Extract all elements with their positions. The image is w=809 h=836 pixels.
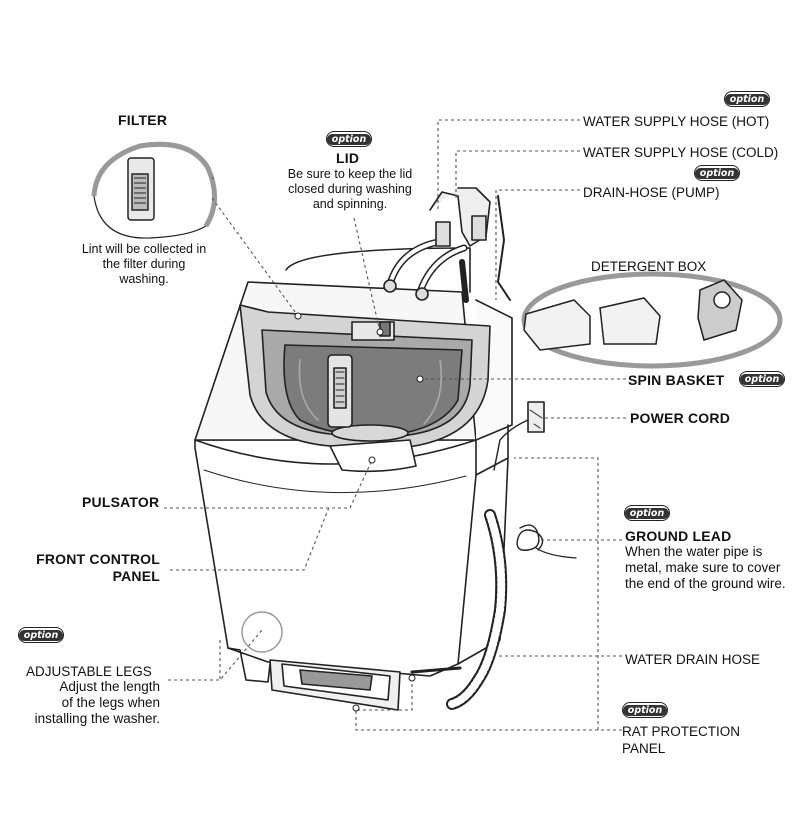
label-detergent-box: DETERGENT BOX (591, 259, 707, 274)
note-lid-line-3: and spinning. (312, 197, 388, 211)
note-adjustable-legs: Adjust the length of the legs when insta… (10, 679, 160, 727)
note-lid: Be sure to keep the lid closed during wa… (272, 167, 428, 212)
note-filter-line-2: the filter during (102, 257, 186, 271)
note-filter-line-3: washing. (119, 272, 169, 286)
option-badge-ground-lead: option (624, 505, 670, 521)
label-front-control-panel: FRONT CONTROL PANEL (20, 551, 160, 585)
supply-hose-2 (416, 244, 468, 296)
label-lid: LID (336, 150, 360, 166)
washer-cabinet (194, 439, 477, 677)
option-badge-legs: option (18, 627, 64, 643)
note-lid-line-2: closed during washing (288, 182, 412, 196)
label-rat-panel-line-2: PANEL (622, 741, 666, 756)
option-badge-drain-pump: option (694, 165, 740, 181)
label-ground-lead: GROUND LEAD (625, 528, 732, 544)
note-filter: Lint will be collected in the filter dur… (74, 242, 214, 287)
leg-magnifier (241, 611, 283, 653)
filter-magnifier (91, 141, 217, 228)
label-front-control-panel-line-2: PANEL (112, 568, 160, 584)
label-rat-protection-panel: RAT PROTECTION PANEL (622, 723, 740, 757)
label-spin-basket: SPIN BASKET (628, 372, 725, 388)
power-plug (527, 401, 545, 433)
ground-lead-coil (516, 524, 544, 551)
label-water-drain-hose: WATER DRAIN HOSE (625, 652, 761, 667)
label-power-cord: POWER CORD (630, 410, 730, 426)
note-filter-line-1: Lint will be collected in (81, 242, 207, 256)
option-badge-spin-basket: option (739, 371, 785, 387)
option-badge-rat-panel: option (622, 702, 668, 718)
label-rat-panel-line-1: RAT PROTECTION (622, 724, 741, 739)
note-ground-lead-line-2: metal, make sure to cover (625, 560, 781, 575)
label-adjustable-legs: ADJUSTABLE LEGS (26, 664, 152, 679)
note-ground-lead-line-3: the end of the ground wire. (625, 576, 786, 591)
note-legs-line-3: installing the washer. (34, 711, 160, 726)
pulsator-shape (331, 424, 409, 442)
note-legs-line-1: Adjust the length (59, 679, 160, 694)
option-badge-lid: option (326, 131, 372, 147)
label-drain-hose-pump: DRAIN-HOSE (PUMP) (583, 185, 720, 200)
label-front-control-panel-line-1: FRONT CONTROL (36, 551, 160, 567)
option-badge-water-hot: option (724, 91, 770, 107)
note-legs-line-2: of the legs when (61, 695, 160, 710)
label-water-supply-hot: WATER SUPPLY HOSE (HOT) (583, 114, 770, 129)
control-panel (329, 439, 417, 473)
note-ground-lead: When the water pipe is metal, make sure … (625, 544, 786, 592)
label-water-supply-cold: WATER SUPPLY HOSE (COLD) (583, 145, 779, 160)
detergent-magnifier (521, 271, 783, 369)
note-lid-line-1: Be sure to keep the lid (287, 167, 413, 181)
label-pulsator: PULSATOR (82, 494, 160, 510)
note-ground-lead-line-1: When the water pipe is (625, 544, 763, 559)
label-filter: FILTER (118, 112, 168, 128)
